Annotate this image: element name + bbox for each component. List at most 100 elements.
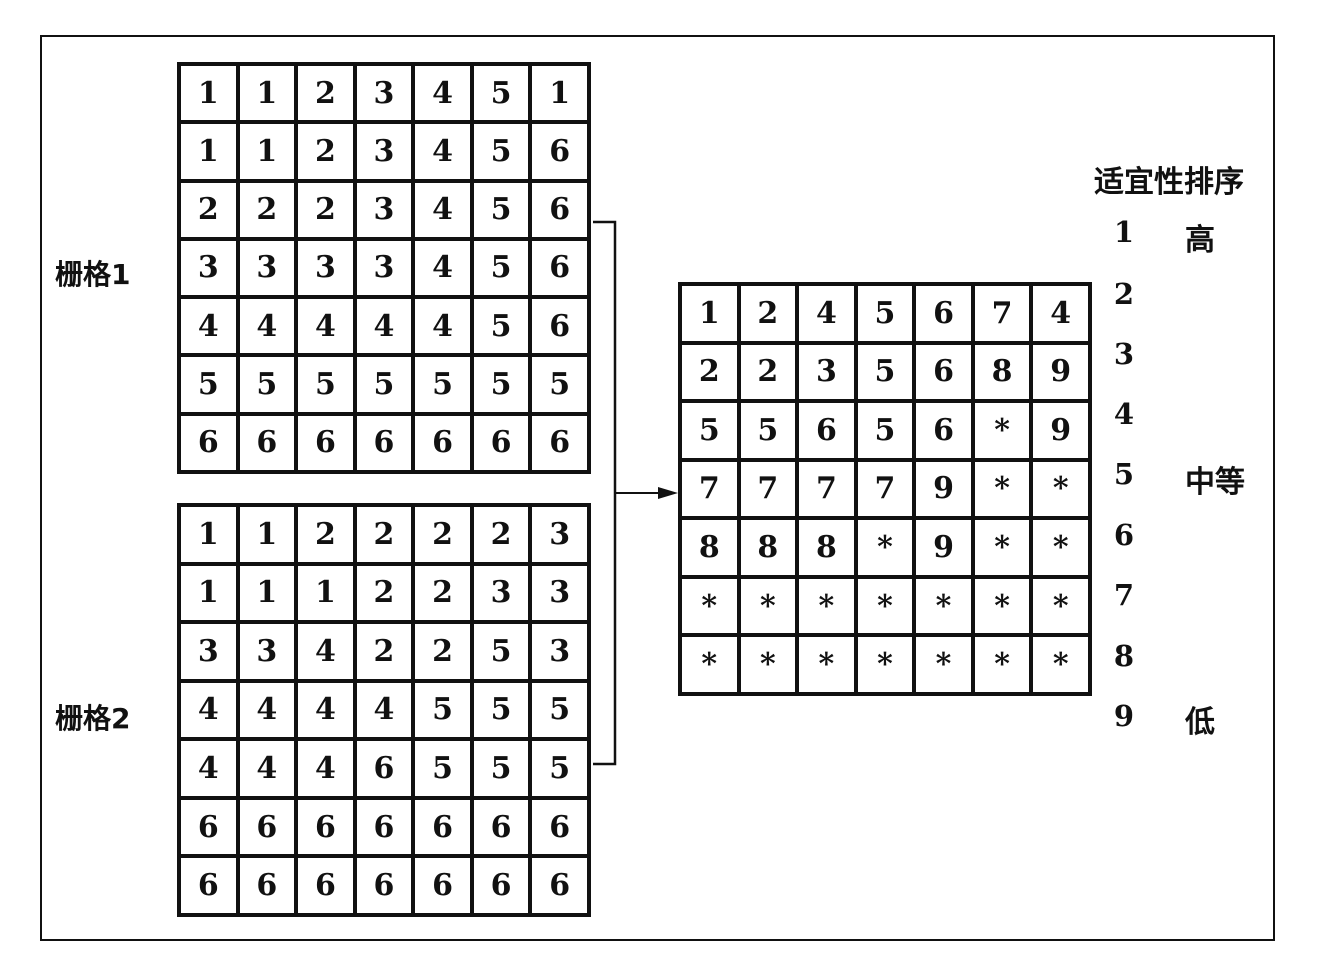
grid-cell: 5 bbox=[235, 353, 299, 416]
grid-cell: 2 bbox=[294, 178, 357, 241]
grid-cell: 4 bbox=[235, 678, 299, 742]
grid-cell: 3 bbox=[795, 340, 858, 404]
grid-cell: 4 bbox=[411, 178, 474, 241]
raster-2-label: 栅格2 bbox=[55, 702, 131, 735]
grid-cell: 1 bbox=[235, 120, 299, 183]
grid-cell: 6 bbox=[528, 178, 591, 241]
grid-cell: 3 bbox=[177, 236, 240, 300]
grid-cell: 1 bbox=[528, 61, 591, 125]
grid-cell: 5 bbox=[411, 353, 474, 416]
grid-cell: 6 bbox=[469, 854, 533, 917]
grid-cell: * bbox=[736, 633, 800, 696]
grid-cell: 4 bbox=[411, 236, 474, 300]
grid-cell: 3 bbox=[528, 561, 591, 625]
grid-cell: 6 bbox=[528, 236, 591, 300]
grid-cell: 1 bbox=[177, 561, 240, 625]
grid-cell: * bbox=[1029, 633, 1092, 696]
grid-cell: 5 bbox=[294, 353, 357, 416]
grid-cell: 2 bbox=[411, 561, 474, 625]
grid-cell: 1 bbox=[235, 503, 299, 566]
rank-number: 3 bbox=[1113, 337, 1135, 371]
grid-cell: 6 bbox=[352, 795, 416, 859]
grid-cell: 3 bbox=[528, 503, 591, 566]
grid-cell: 3 bbox=[235, 236, 299, 300]
grid-cell: * bbox=[912, 633, 975, 696]
grid-cell: 5 bbox=[469, 353, 533, 416]
grid-cell: 6 bbox=[294, 854, 357, 917]
grid-cell: 5 bbox=[853, 282, 917, 345]
grid-cell: 7 bbox=[736, 457, 800, 521]
grid-cell: 6 bbox=[411, 854, 474, 917]
grid-cell: 4 bbox=[177, 737, 240, 800]
grid-cell: 8 bbox=[970, 340, 1034, 404]
grid-cell: 2 bbox=[177, 178, 240, 241]
grid-cell: 6 bbox=[912, 399, 975, 462]
grid-cell: 4 bbox=[1029, 282, 1092, 345]
grid-cell: 2 bbox=[469, 503, 533, 566]
grid-cell: * bbox=[853, 633, 917, 696]
grid-cell: * bbox=[1029, 574, 1092, 638]
grid-cell: 6 bbox=[795, 399, 858, 462]
grid-cell: * bbox=[678, 574, 741, 638]
grid-cell: 3 bbox=[294, 236, 357, 300]
grid-cell: 4 bbox=[795, 282, 858, 345]
grid-cell: 6 bbox=[294, 795, 357, 859]
grid-cell: 1 bbox=[235, 561, 299, 625]
grid-cell: 6 bbox=[912, 340, 975, 404]
grid-cell: 4 bbox=[411, 120, 474, 183]
grid-cell: 2 bbox=[678, 340, 741, 404]
grid-cell: 1 bbox=[235, 61, 299, 125]
grid-cell: 7 bbox=[678, 457, 741, 521]
grid-cell: 2 bbox=[294, 120, 357, 183]
grid-cell: 6 bbox=[177, 795, 240, 859]
grid-row: ******* bbox=[678, 574, 1092, 638]
grid-cell: 5 bbox=[469, 178, 533, 241]
grid-cell: 6 bbox=[235, 854, 299, 917]
grid-cell: * bbox=[795, 633, 858, 696]
grid-cell: 2 bbox=[411, 620, 474, 683]
grid-cell: 5 bbox=[469, 236, 533, 300]
grid-cell: 5 bbox=[469, 61, 533, 125]
grid-cell: 3 bbox=[352, 61, 416, 125]
grid-cell: 3 bbox=[177, 620, 240, 683]
grid-cell: 2 bbox=[352, 620, 416, 683]
grid-cell: 5 bbox=[469, 678, 533, 742]
grid-cell: 3 bbox=[352, 120, 416, 183]
grid-cell: * bbox=[1029, 516, 1092, 579]
raster-1-label: 栅格1 bbox=[55, 258, 131, 291]
grid-cell: 5 bbox=[528, 353, 591, 416]
grid-cell: 1 bbox=[177, 61, 240, 125]
grid-cell: * bbox=[970, 633, 1034, 696]
grid-cell: 2 bbox=[294, 61, 357, 125]
grid-cell: 5 bbox=[352, 353, 416, 416]
grid-cell: 6 bbox=[469, 411, 533, 475]
rank-number: 8 bbox=[1113, 639, 1135, 673]
grid-cell: 6 bbox=[352, 411, 416, 475]
grid-cell: 6 bbox=[352, 854, 416, 917]
grid-cell: 2 bbox=[736, 340, 800, 404]
grid-cell: 6 bbox=[411, 795, 474, 859]
grid-cell: 3 bbox=[352, 178, 416, 241]
grid-cell: 4 bbox=[352, 678, 416, 742]
grid-cell: 1 bbox=[678, 282, 741, 345]
grid-cell: 4 bbox=[294, 620, 357, 683]
grid-cell: 8 bbox=[736, 516, 800, 579]
grid-cell: 6 bbox=[528, 854, 591, 917]
grid-cell: 5 bbox=[469, 620, 533, 683]
grid-cell: * bbox=[970, 457, 1034, 521]
grid-cell: * bbox=[853, 516, 917, 579]
diagram-frame bbox=[40, 35, 1275, 941]
grid-cell: 3 bbox=[352, 236, 416, 300]
grid-cell: 6 bbox=[528, 795, 591, 859]
grid-cell: 9 bbox=[1029, 399, 1092, 462]
